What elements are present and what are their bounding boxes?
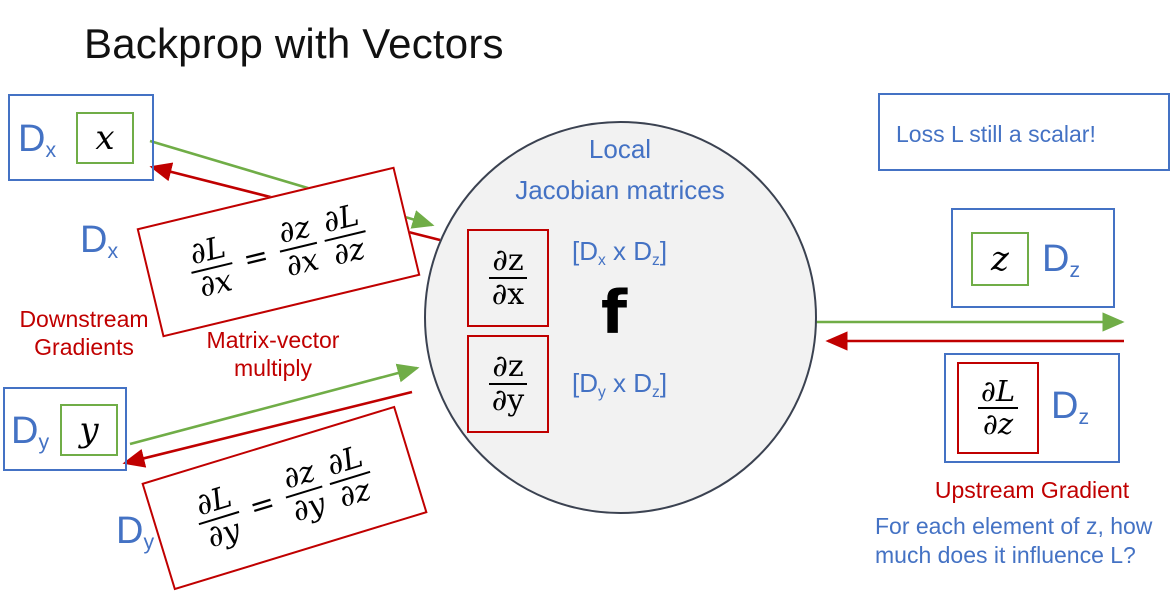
chainy-t2-den: ∂z <box>334 472 376 516</box>
jacobian-y-shape: [Dy x Dz] <box>572 368 668 401</box>
upstream-gradient-caption: Upstream Gradient <box>934 477 1130 503</box>
upstream-gradient-node <box>944 353 1120 463</box>
jacobian-dz-dy-box: ∂z ∂y <box>467 335 549 433</box>
input-x-variable: x <box>95 118 115 158</box>
jacobian-dz-dx-box: ∂z ∂x <box>467 229 549 327</box>
input-x-dim-sub: x <box>45 138 57 162</box>
input-x-variable-box: x <box>76 112 134 164</box>
chainy-lhs-den: ∂y <box>203 512 245 556</box>
dy-caption-sub: y <box>143 530 155 554</box>
shape-y-sub2: z <box>652 384 660 401</box>
downstream-line1: Downstream <box>19 306 149 332</box>
chain-rule-x-plate: ∂L ∂x = ∂z ∂x ∂L ∂z <box>136 166 421 338</box>
output-z-dim-sub: z <box>1069 258 1081 282</box>
chain-rule-y-plate: ∂L ∂y = ∂z ∂y ∂L ∂z <box>141 405 428 591</box>
influence-line1: For each element of z, how <box>875 513 1153 539</box>
matrix-vector-multiply-label: Matrix-vector multiply <box>193 327 353 382</box>
output-z-variable: z <box>991 239 1009 279</box>
output-z-node <box>951 208 1115 308</box>
chainy-t1-den: ∂y <box>288 486 330 530</box>
dx-caption-sub: x <box>107 239 119 263</box>
jacobian-caption-line2: Jacobian matrices <box>515 175 725 205</box>
dx-caption: Dx <box>80 219 118 262</box>
downstream-gradients-label: Downstream Gradients <box>0 306 168 361</box>
upstream-grad-num: ∂L <box>980 373 1016 408</box>
shape-y-suffix: ] <box>659 368 668 398</box>
function-node-circle <box>424 121 817 514</box>
input-y-dim-label: Dy <box>11 410 49 453</box>
input-y-variable: y <box>79 410 99 450</box>
jac-y-denominator: ∂y <box>491 383 525 419</box>
chainx-lhs-den: ∂x <box>195 263 236 306</box>
input-y-dim-sub: y <box>38 430 50 454</box>
output-z-variable-box: z <box>971 232 1029 286</box>
jac-x-denominator: ∂x <box>491 277 525 313</box>
page-title: Backprop with Vectors <box>84 20 504 67</box>
input-y-dim-letter: D <box>11 410 39 452</box>
upstream-grad-den: ∂z <box>982 407 1014 442</box>
jacobian-caption-line1: Local <box>588 134 652 164</box>
jacobian-x-shape: [Dx x Dz] <box>572 236 668 269</box>
shape-x-suffix: ] <box>659 236 668 266</box>
chainy-equals: = <box>245 484 280 526</box>
shape-y-sub1: y <box>598 384 606 401</box>
output-z-dim-letter: D <box>1042 238 1070 280</box>
function-letter-f: f <box>601 278 628 348</box>
input-y-variable-box: y <box>60 404 118 456</box>
dy-caption-letter: D <box>116 510 144 552</box>
shape-x-sub2: z <box>652 252 660 269</box>
jac-y-numerator: ∂z <box>492 348 524 384</box>
influence-question: For each element of z, how much does it … <box>875 512 1152 570</box>
dx-caption-letter: D <box>80 219 108 261</box>
loss-scalar-text: Loss L still a scalar! <box>896 121 1096 147</box>
input-x-node <box>8 94 154 181</box>
shape-y-mid: x D <box>605 368 653 398</box>
chainx-equals: = <box>239 237 273 278</box>
shape-x-sub1: x <box>598 252 606 269</box>
upstream-gradient-dim-label: Dz <box>1051 385 1089 428</box>
matvec-line2: multiply <box>234 354 312 381</box>
shape-x-prefix: [D <box>572 236 598 266</box>
upstream-dim-letter: D <box>1051 385 1079 427</box>
jac-x-numerator: ∂z <box>492 242 524 278</box>
upstream-gradient-box: ∂L ∂z <box>957 362 1039 454</box>
shape-x-mid: x D <box>605 236 653 266</box>
downstream-line2: Gradients <box>34 333 134 360</box>
input-x-dim-letter: D <box>18 118 46 160</box>
loss-scalar-callout <box>878 93 1170 171</box>
influence-line2: much does it influence L? <box>875 541 1136 568</box>
chain-rule-y-equation: ∂L ∂y = ∂z ∂y ∂L ∂z <box>190 439 380 556</box>
output-z-dim-label: Dz <box>1042 238 1080 281</box>
shape-y-prefix: [D <box>572 368 598 398</box>
chainx-t2-den: ∂z <box>329 231 369 273</box>
dy-caption: Dy <box>116 510 154 553</box>
matvec-line1: Matrix-vector <box>206 327 340 353</box>
chain-rule-x-equation: ∂L ∂x = ∂z ∂x ∂L ∂z <box>184 198 373 306</box>
input-y-node <box>3 387 127 471</box>
upstream-dim-sub: z <box>1078 405 1090 429</box>
input-x-dim-label: Dx <box>18 118 56 161</box>
chainx-t1-den: ∂x <box>282 242 323 285</box>
